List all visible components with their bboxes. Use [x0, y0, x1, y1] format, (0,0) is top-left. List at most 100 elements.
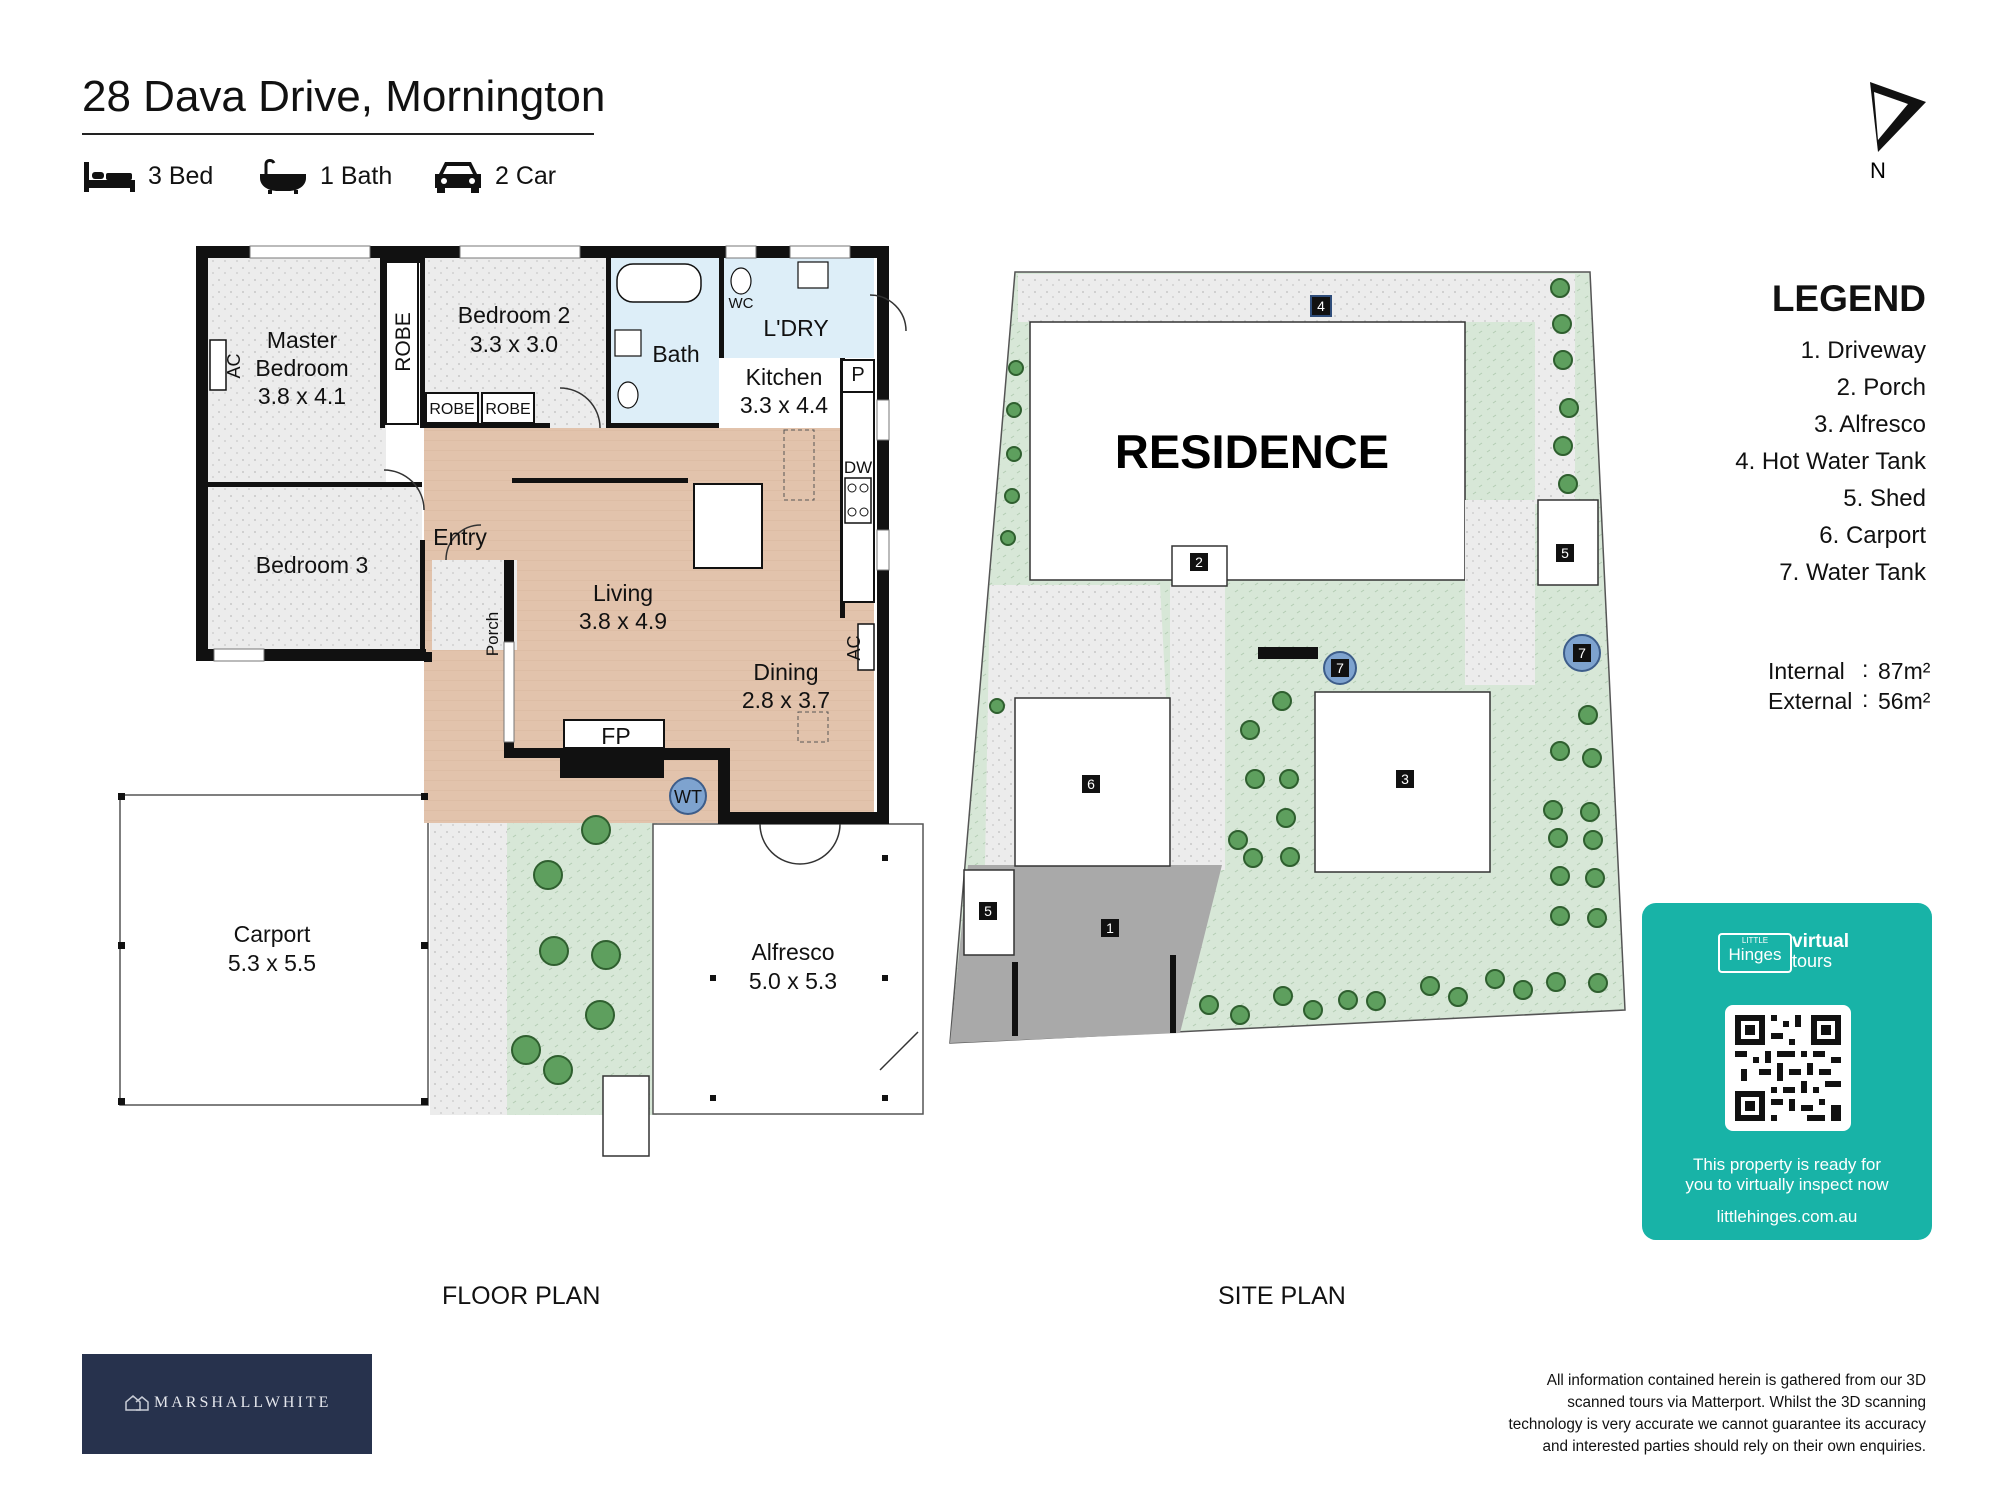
bed2-size: 3.3 x 3.0: [470, 331, 558, 357]
dishwasher-label: DW: [844, 458, 872, 477]
dining-light: [797, 711, 829, 743]
kitchen-name: Kitchen: [746, 364, 823, 390]
pantry-label: P: [851, 364, 864, 386]
dining-size: 2.8 x 3.7: [742, 687, 830, 713]
car-icon: [435, 162, 481, 193]
legend-item: 7. Water Tank: [1779, 559, 1926, 586]
robe-master: [385, 261, 419, 425]
bath-toilet: [617, 381, 639, 409]
disclaimer-line: technology is very accurate we cannot gu…: [1508, 1416, 1927, 1433]
bed-count: 3 Bed: [82, 158, 213, 194]
alfresco-steps: [602, 1075, 650, 1157]
disclaimer: All information contained herein is gath…: [1456, 1370, 1927, 1458]
bed-count-label: 3 Bed: [148, 161, 214, 190]
logo-virtual-text: virtual: [1792, 931, 1850, 952]
external-area-label: External: [1768, 688, 1853, 714]
alfresco-name: Alfresco: [751, 939, 834, 965]
marker-porch: 2: [1195, 554, 1203, 570]
bath-icon: [260, 159, 306, 194]
fireplace: [563, 719, 665, 749]
marker-shed-a: 5: [984, 903, 992, 919]
bed2-name: Bedroom 2: [458, 302, 571, 328]
tour-message-line1: This property is ready for: [1692, 1155, 1881, 1174]
master-name-1: Master: [267, 327, 338, 353]
living-name: Living: [593, 580, 653, 606]
water-tank-label: WT: [674, 787, 702, 807]
robe-a: [425, 392, 479, 424]
legend-title: LEGEND: [1771, 278, 1926, 319]
car-count: 2 Car: [433, 158, 556, 194]
legend-item: 6. Carport: [1819, 522, 1926, 549]
porch-label: Porch: [483, 612, 502, 656]
laundry-name: L'DRY: [763, 315, 828, 341]
master-name-2: Bedroom: [255, 355, 348, 381]
ac-dining-label: AC: [844, 635, 864, 660]
ac-master-unit: [209, 339, 227, 391]
entry-name: Entry: [433, 524, 487, 550]
ac-master-label: AC: [224, 353, 244, 378]
shed-b-footprint: [1537, 499, 1599, 586]
disclaimer-line: and interested parties should rely on th…: [1542, 1438, 1927, 1455]
residence-label: RESIDENCE: [1115, 425, 1389, 478]
qr-code-icon[interactable]: [1725, 1005, 1851, 1131]
bath-count: 1 Bath: [258, 158, 392, 194]
pantry: [841, 359, 875, 393]
bathtub: [616, 263, 702, 303]
carport-slab: [119, 794, 429, 1106]
robe-b-label: ROBE: [485, 401, 530, 418]
compass-label: N: [1870, 158, 1886, 183]
robe-vertical-label: ROBE: [392, 312, 415, 372]
disclaimer-line: All information contained herein is gath…: [1546, 1372, 1926, 1389]
robe-b: [481, 392, 535, 424]
bath-count-label: 1 Bath: [320, 161, 393, 190]
logo-tours-text: tours: [1792, 951, 1833, 971]
marker-carport: 6: [1087, 776, 1095, 792]
little-hinges-logo: LITTLE Hinges: [1718, 933, 1792, 973]
marker-water-tank-b: 7: [1578, 645, 1586, 661]
bed-icon: [84, 162, 135, 192]
legend-item: 1. Driveway: [1800, 337, 1926, 364]
site-plan: RESIDENCE 1 2 3 4 5 5 6 7 7: [949, 271, 1626, 1044]
master-floor: [206, 258, 386, 486]
tour-url-link[interactable]: littlehinges.com.au: [1716, 1207, 1858, 1226]
north-arrow-icon: N: [1870, 82, 1926, 183]
marker-alfresco: 3: [1401, 771, 1409, 787]
floor-plan-caption: FLOOR PLAN: [442, 1282, 601, 1310]
vanity: [614, 329, 642, 357]
brand-name: MARSHALLWHITE: [154, 1394, 332, 1411]
kitchen-size: 3.3 x 4.4: [740, 392, 828, 418]
bed3-name: Bedroom 3: [256, 552, 369, 578]
bed3-floor: [206, 486, 422, 652]
bath-name: Bath: [652, 341, 699, 367]
virtual-tour-card[interactable]: LITTLE Hinges virtual tours This propert…: [1642, 903, 1932, 1240]
wc-toilet: [730, 267, 752, 295]
carport-size: 5.3 x 5.5: [228, 950, 316, 976]
living-size: 3.8 x 4.9: [579, 608, 667, 634]
fireplace-label: FP: [601, 723, 630, 749]
floor-plan: Master Bedroom 3.8 x 4.1 Bedroom 2 3.3 x…: [118, 245, 924, 1157]
wc-label: WC: [729, 295, 754, 312]
tour-message-line2: you to virtually inspect now: [1685, 1175, 1889, 1194]
residence-footprint: [1029, 321, 1466, 581]
brand-logo-panel: MARSHALLWHITE: [82, 1354, 372, 1454]
logo-name-text: Hinges: [1728, 945, 1782, 964]
legend-item: 2. Porch: [1836, 374, 1926, 401]
marker-shed-b: 5: [1561, 545, 1569, 561]
carport-name: Carport: [234, 921, 311, 947]
external-area-sep: :: [1862, 686, 1869, 712]
dining-name: Dining: [753, 659, 818, 685]
site-plan-caption: SITE PLAN: [1218, 1282, 1346, 1310]
page-title: 28 Dava Drive, Mornington: [82, 72, 606, 121]
kitchen-island: [693, 483, 763, 569]
alfresco-size: 5.0 x 5.3: [749, 968, 837, 994]
internal-area-sep: :: [1862, 656, 1869, 682]
internal-area-value: 87m²: [1878, 658, 1931, 684]
legend-item: 4. Hot Water Tank: [1735, 448, 1926, 475]
logo-small-text: LITTLE: [1741, 936, 1769, 945]
entry-porch-floor: [432, 560, 517, 650]
disclaimer-line: scanned tours via Matterport. Whilst the…: [1567, 1394, 1926, 1411]
internal-area-label: Internal: [1768, 658, 1845, 684]
house-logo-icon: [125, 1395, 149, 1411]
ac-dining-unit: [857, 623, 875, 671]
